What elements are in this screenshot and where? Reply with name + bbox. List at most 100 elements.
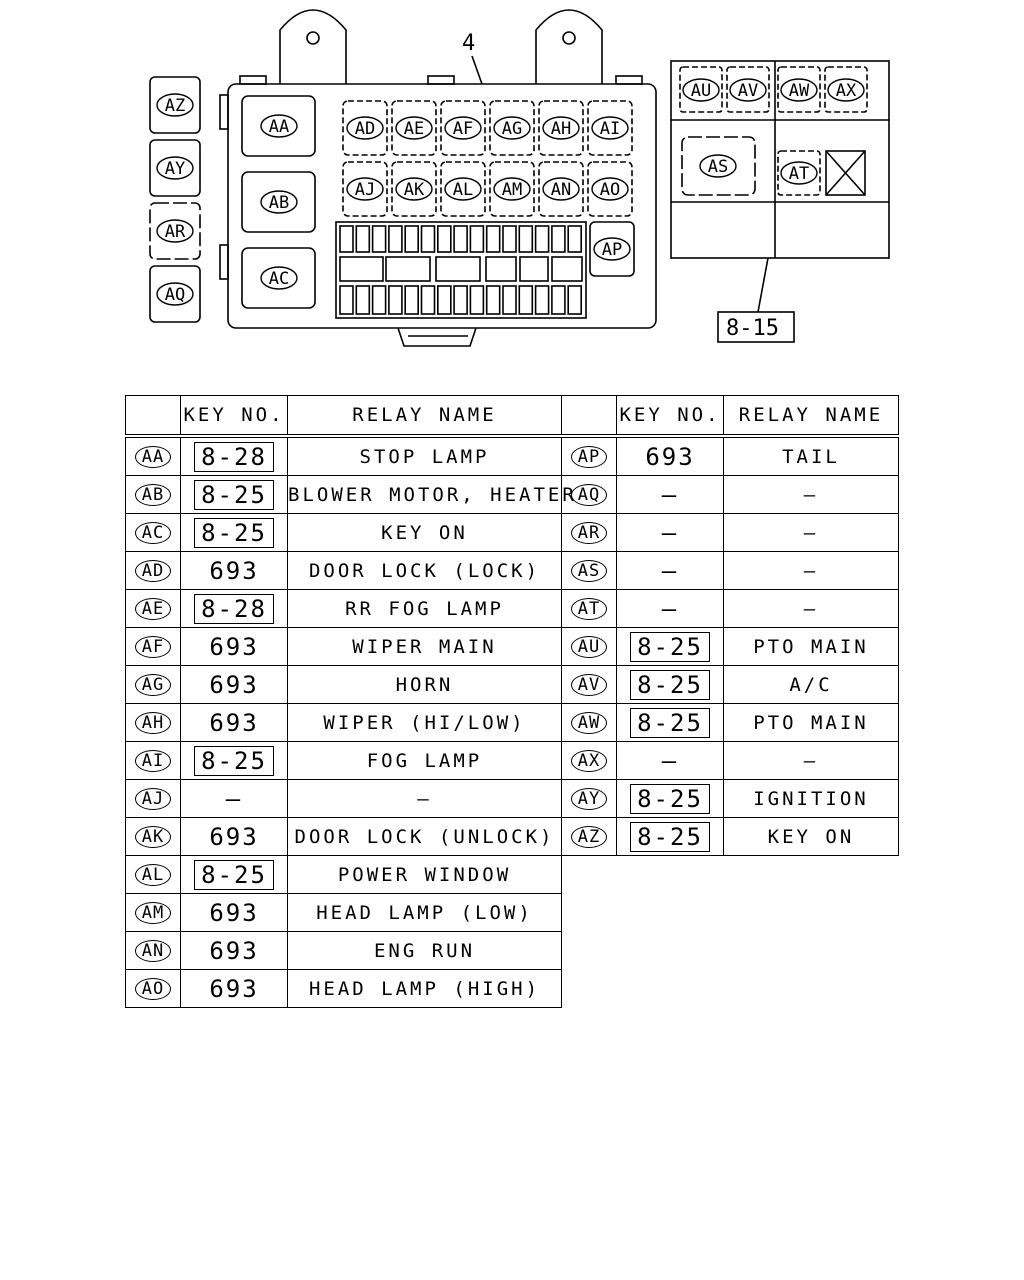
relay-code-cell: AI bbox=[125, 741, 181, 780]
relay-label: AZ bbox=[165, 96, 185, 116]
relay-name: HEAD LAMP (LOW) bbox=[316, 901, 533, 924]
key-no-cell: 693 bbox=[616, 435, 724, 476]
relay-socket bbox=[777, 150, 821, 196]
relay-code-cell: AK bbox=[125, 817, 181, 856]
table-row: AJ—— bbox=[125, 779, 562, 818]
key-no-cell: 8-25 bbox=[180, 855, 288, 894]
relay-name-cell: — bbox=[723, 741, 899, 780]
relay-label: AS bbox=[708, 157, 728, 177]
fuse bbox=[436, 285, 452, 315]
relay-name: HORN bbox=[395, 673, 454, 696]
relay-socket bbox=[726, 66, 770, 113]
key-no-cell: 693 bbox=[180, 931, 288, 970]
key-no: 693 bbox=[209, 708, 259, 737]
relay-code-cell: AD bbox=[125, 551, 181, 590]
key-no: 693 bbox=[645, 442, 695, 471]
relay-label: AG bbox=[502, 119, 522, 139]
key-no-cell: 693 bbox=[180, 703, 288, 742]
relay-name: RR FOG LAMP bbox=[345, 597, 504, 620]
relay-name: KEY ON bbox=[767, 825, 855, 848]
relay-code: AQ bbox=[571, 483, 607, 506]
relay-name: PTO MAIN bbox=[753, 711, 869, 734]
relay-name-cell: — bbox=[723, 589, 899, 628]
relay-code-cell: AB bbox=[125, 475, 181, 514]
relay-socket bbox=[538, 100, 584, 156]
fuse bbox=[502, 285, 517, 315]
key-no-cell: 8-25 bbox=[180, 741, 288, 780]
relay-label: AR bbox=[165, 222, 186, 242]
relay-label: AW bbox=[789, 81, 810, 101]
relay-label: AJ bbox=[355, 180, 375, 200]
key-no: 8-25 bbox=[630, 783, 710, 814]
col-code-header bbox=[561, 395, 617, 438]
relay-code-cell: AZ bbox=[561, 817, 617, 856]
relay-label: AA bbox=[269, 117, 289, 137]
relay-code: AZ bbox=[571, 825, 607, 848]
key-no-cell: 8-25 bbox=[616, 817, 724, 856]
key-no: 693 bbox=[209, 936, 259, 965]
relay-code-cell: AC bbox=[125, 513, 181, 552]
relay-code: AU bbox=[571, 635, 607, 658]
relay-socket bbox=[149, 202, 201, 260]
relay-name-cell: KEY ON bbox=[287, 513, 562, 552]
key-no-cell: 693 bbox=[180, 893, 288, 932]
relay-name: KEY ON bbox=[381, 521, 468, 544]
relay-code: AH bbox=[135, 711, 171, 734]
relay-code: AL bbox=[135, 863, 171, 886]
relay-socket bbox=[587, 161, 633, 217]
relay-socket bbox=[538, 161, 584, 217]
key-no-cell: 8-28 bbox=[180, 435, 288, 476]
relay-socket bbox=[342, 161, 388, 217]
key-no: 8-28 bbox=[194, 593, 274, 624]
fuse bbox=[355, 225, 371, 253]
relay-name: DOOR LOCK (UNLOCK) bbox=[294, 825, 555, 848]
key-no: — bbox=[661, 518, 679, 547]
key-no-cell: 8-25 bbox=[180, 513, 288, 552]
key-no-cell: 693 bbox=[180, 665, 288, 704]
key-no: — bbox=[661, 746, 679, 775]
relay-code: AW bbox=[571, 711, 607, 734]
relay-label: AF bbox=[453, 119, 473, 139]
relay-name: — bbox=[803, 521, 819, 544]
relay-label: AK bbox=[404, 180, 425, 200]
relay-name-cell: HEAD LAMP (LOW) bbox=[287, 893, 562, 932]
fuse bbox=[420, 285, 436, 315]
key-no-cell: — bbox=[616, 589, 724, 628]
relay-label: AN bbox=[551, 180, 571, 200]
col-code-header bbox=[125, 395, 181, 438]
relay-socket bbox=[587, 100, 633, 156]
relay-label: AH bbox=[551, 119, 571, 139]
fuse bbox=[453, 225, 468, 253]
key-no-cell: — bbox=[180, 779, 288, 818]
fuse bbox=[469, 225, 485, 253]
fuse bbox=[469, 285, 485, 315]
relay-label: AT bbox=[789, 164, 809, 184]
fuse bbox=[339, 285, 354, 315]
relay-name-cell: HEAD LAMP (HIGH) bbox=[287, 969, 562, 1008]
key-no-cell: — bbox=[616, 551, 724, 590]
key-no: 8-25 bbox=[630, 631, 710, 662]
fuse bbox=[518, 285, 534, 315]
key-no: 693 bbox=[209, 898, 259, 927]
fuse bbox=[388, 285, 403, 315]
key-no: 693 bbox=[209, 556, 259, 585]
relay-name: A/C bbox=[789, 673, 833, 696]
relay-label: AP bbox=[602, 240, 622, 260]
relay-socket bbox=[149, 76, 201, 134]
relay-name: — bbox=[803, 597, 819, 620]
fuse bbox=[420, 225, 436, 253]
relay-name: HEAD LAMP (HIGH) bbox=[308, 977, 541, 1000]
fuse bbox=[339, 225, 354, 253]
relay-code-cell: AO bbox=[125, 969, 181, 1008]
key-no: 8-25 bbox=[194, 479, 274, 510]
col-key-header: KEY NO. bbox=[616, 395, 724, 438]
relay-code-cell: AS bbox=[561, 551, 617, 590]
